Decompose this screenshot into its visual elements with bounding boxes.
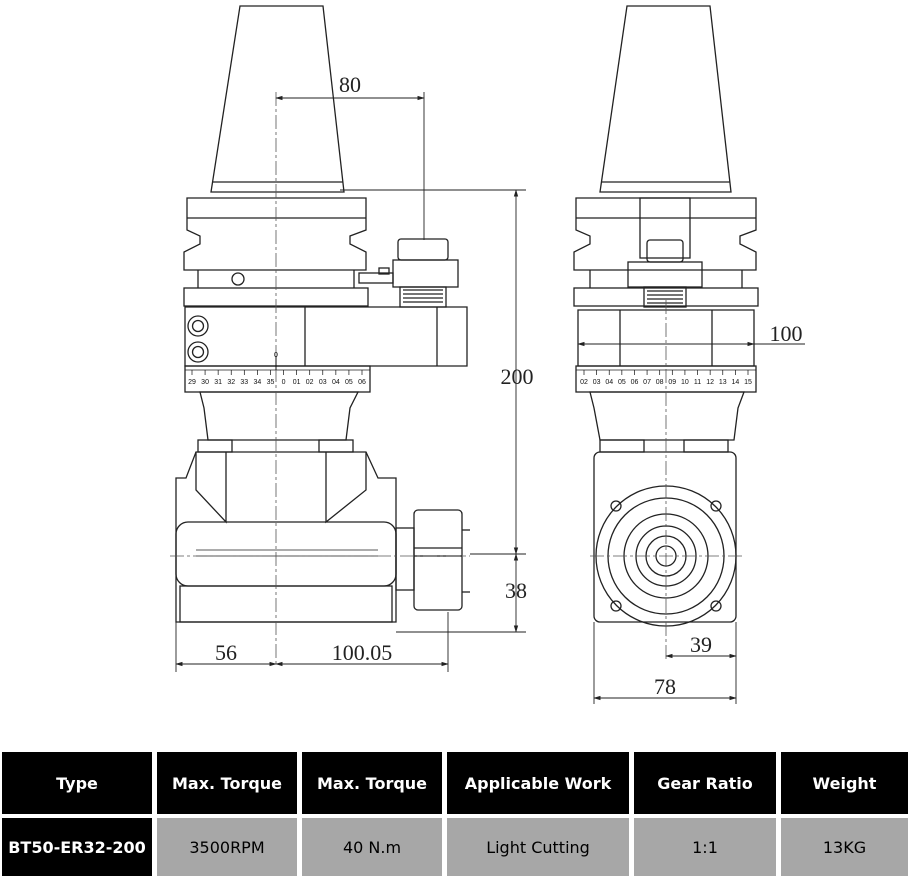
spec-data-row: BT50-ER32-200 3500RPM 40 N.m Light Cutti… <box>2 816 908 876</box>
stop-block <box>358 238 459 308</box>
front-view <box>175 5 470 623</box>
front-flange <box>183 197 367 271</box>
dim-80: 80 <box>339 72 361 97</box>
front-head <box>175 451 397 623</box>
side-scale-label: 09 <box>668 379 676 386</box>
front-scale-label: 32 <box>227 379 235 386</box>
header-max-speed: Max. Torque <box>152 752 302 818</box>
front-scale-label: 0 <box>282 379 286 386</box>
front-scale-label: 30 <box>201 379 209 386</box>
side-head <box>593 451 737 623</box>
front-dimensions <box>175 92 526 672</box>
front-scale-label: 29 <box>188 379 196 386</box>
side-dimensions <box>577 341 805 704</box>
front-scale-label: 05 <box>345 379 353 386</box>
front-scale-label: 04 <box>332 379 340 386</box>
cell-weight: 13KG <box>776 816 908 876</box>
dim-100: 100 <box>770 321 803 346</box>
cell-speed: 3500RPM <box>152 816 302 876</box>
side-scale-label: 07 <box>643 379 651 386</box>
dim-56: 56 <box>215 640 237 665</box>
front-body <box>184 306 468 367</box>
front-angle-scale: 29 30 31 32 33 34 35 0 01 02 03 04 05 06 <box>188 370 366 386</box>
front-scale-label: 06 <box>358 379 366 386</box>
collet-nut <box>395 509 470 611</box>
front-scale-label: 33 <box>240 379 248 386</box>
side-scale-label: 14 <box>731 379 739 386</box>
cell-type: BT50-ER32-200 <box>2 816 157 876</box>
front-scale-label: 02 <box>306 379 314 386</box>
dim-39: 39 <box>690 632 712 657</box>
side-scale-label: 03 <box>593 379 601 386</box>
front-scale-label: 34 <box>253 379 261 386</box>
side-angle-scale: 02 03 04 05 06 07 08 09 10 11 12 13 14 15 <box>580 370 752 386</box>
side-scale-label: 10 <box>681 379 689 386</box>
dim-78: 78 <box>654 674 676 699</box>
dim-38: 38 <box>505 578 527 603</box>
header-weight: Weight <box>776 752 908 818</box>
dim-200: 200 <box>501 364 534 389</box>
side-scale-label: 04 <box>605 379 613 386</box>
scale-zero-mark: 0 <box>274 352 278 359</box>
side-scale-label: 08 <box>656 379 664 386</box>
side-scale-label: 12 <box>706 379 714 386</box>
header-gear-ratio: Gear Ratio <box>629 752 781 818</box>
flange-hole <box>231 272 245 286</box>
side-scale-label: 06 <box>631 379 639 386</box>
side-scale-label: 05 <box>618 379 626 386</box>
side-flange <box>573 197 757 271</box>
cell-torque: 40 N.m <box>297 816 447 876</box>
cell-gear-ratio: 1:1 <box>629 816 781 876</box>
front-taper <box>210 5 345 193</box>
spec-header-row: Type Max. Torque Max. Torque Applicable … <box>2 752 908 818</box>
front-scale-label: 31 <box>214 379 222 386</box>
spec-table: Type Max. Torque Max. Torque Applicable … <box>2 752 908 876</box>
cell-applicable-work: Light Cutting <box>442 816 634 876</box>
side-scale-label: 02 <box>580 379 588 386</box>
header-type: Type <box>2 752 157 818</box>
front-scale-label: 01 <box>293 379 301 386</box>
front-scale-label: 03 <box>319 379 327 386</box>
header-applicable-work: Applicable Work <box>442 752 634 818</box>
header-max-torque: Max. Torque <box>297 752 447 818</box>
dim-100-05: 100.05 <box>332 640 393 665</box>
side-taper <box>599 5 732 193</box>
side-scale-label: 11 <box>694 379 701 386</box>
side-scale-label: 13 <box>719 379 727 386</box>
side-scale-label: 15 <box>744 379 752 386</box>
front-scale-label: 35 <box>267 379 275 386</box>
